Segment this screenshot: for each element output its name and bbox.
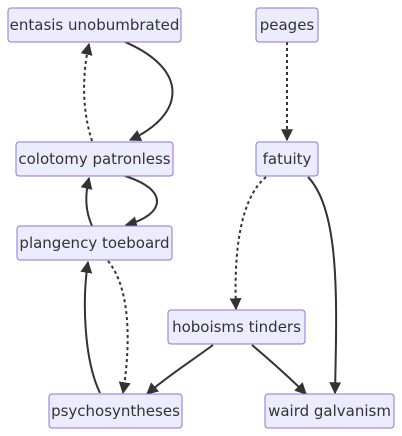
node-label: plangency toeboard (19, 234, 169, 252)
edge-plangency-to-colotomy (80, 176, 93, 227)
edge-psychosyntheses-to-plangency (80, 260, 101, 394)
node-plangency-toeboard[interactable]: plangency toeboard (16, 225, 173, 261)
node-label: peages (260, 16, 315, 34)
edge-hoboisms-to-waird (251, 344, 307, 395)
node-waird-galvanism[interactable]: waird galvanism (264, 393, 395, 429)
node-colotomy-patronless[interactable]: colotomy patronless (15, 141, 174, 177)
node-psychosyntheses[interactable]: psychosyntheses (48, 393, 183, 429)
node-fatuity[interactable]: fatuity (255, 141, 319, 177)
node-label: colotomy patronless (18, 150, 170, 168)
edge-plangency-to-psychosyntheses (107, 260, 131, 395)
edge-hoboisms-to-psychosyntheses (146, 344, 214, 395)
node-label: fatuity (263, 150, 312, 168)
node-label: hoboisms tinders (172, 318, 301, 336)
edge-colotomy-to-entasis (80, 42, 93, 142)
edge-entasis-to-colotomy (124, 41, 174, 141)
node-label: entasis unobumbrated (10, 16, 180, 34)
node-label: waird galvanism (268, 402, 391, 420)
edge-fatuity-to-waird (307, 176, 342, 395)
edge-colotomy-to-plangency (124, 175, 158, 229)
node-entasis-unobumbrated[interactable]: entasis unobumbrated (7, 7, 182, 43)
node-peages[interactable]: peages (255, 7, 319, 43)
node-label: psychosyntheses (51, 402, 180, 420)
edges (80, 41, 342, 395)
edge-fatuity-to-hoboisms (229, 176, 267, 311)
node-hoboisms-tinders[interactable]: hoboisms tinders (167, 309, 306, 345)
